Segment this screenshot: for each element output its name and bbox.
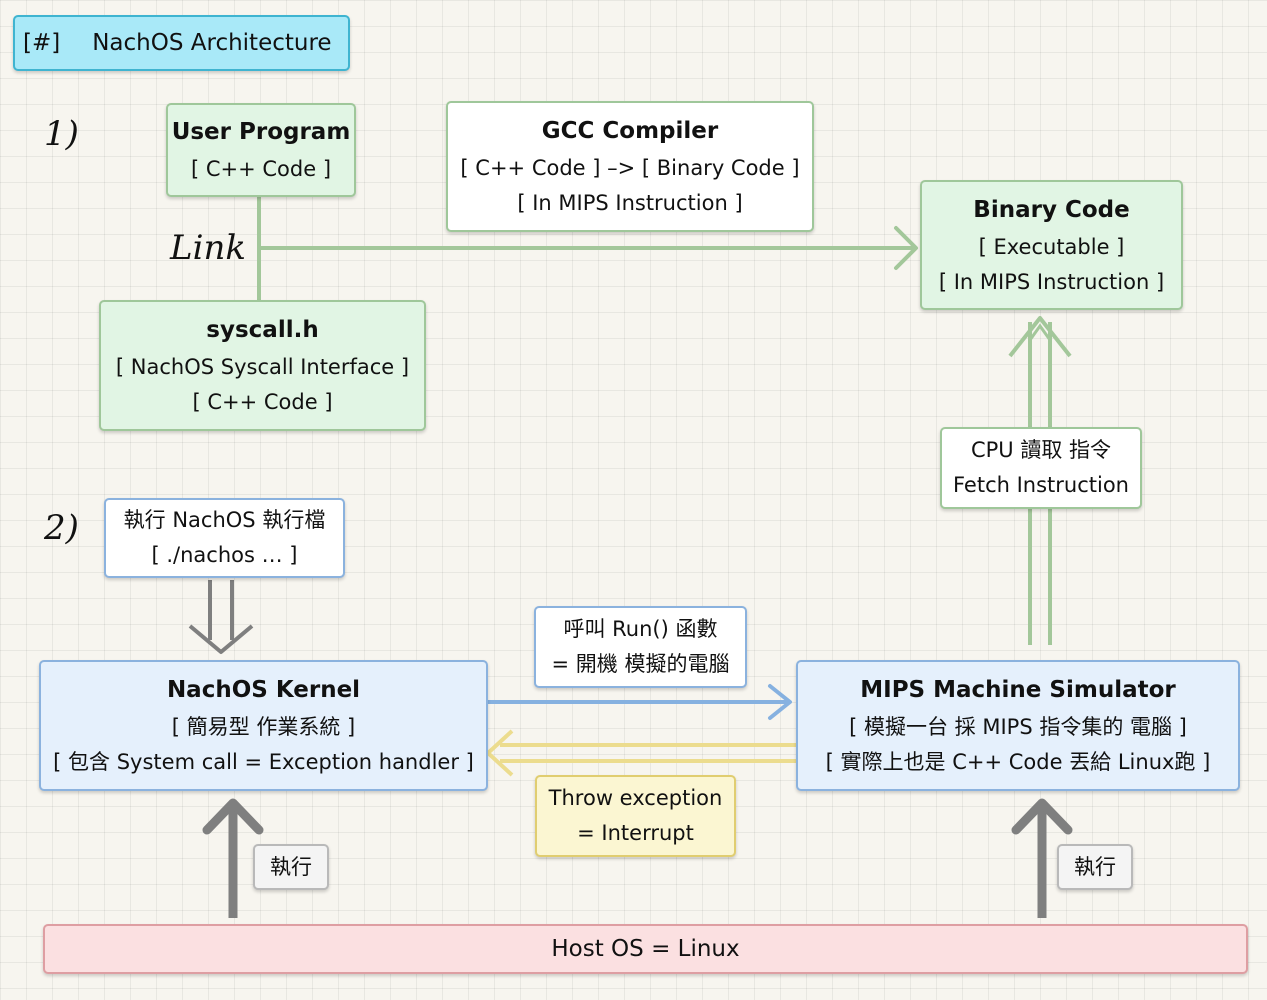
- gcc-compiler-line-1: [ C++ Code ] –> [ Binary Code ]: [460, 156, 800, 180]
- throw-exception-node: Throw exception = Interrupt: [535, 775, 736, 857]
- host-to-simulator-head: [1011, 798, 1073, 835]
- mips-simulator-node: MIPS Machine Simulator [ 模擬一台 採 MIPS 指令集…: [796, 660, 1240, 791]
- mips-simulator-line-1: [ 模擬一台 採 MIPS 指令集的 電腦 ]: [849, 715, 1187, 739]
- title-text: NachOS Architecture: [92, 29, 332, 56]
- title-tag: [#]: [23, 29, 61, 56]
- fetch-arrow-head-outer: [1008, 316, 1072, 358]
- run-nachos-line-1: 執行 NachOS 執行檔: [123, 508, 326, 532]
- binary-code-line-1: [ Executable ]: [978, 234, 1125, 259]
- link-annotation: Link: [170, 228, 246, 268]
- binary-code-node: Binary Code [ Executable ] [ In MIPS Ins…: [920, 180, 1183, 310]
- user-program-node: User Program [ C++ Code ]: [166, 103, 356, 197]
- call-run-line-1: 呼叫 Run() 函數: [563, 617, 718, 641]
- nachos-kernel-line-1: [ 簡易型 作業系統 ]: [171, 715, 356, 739]
- step-2-annotation: 2): [44, 508, 79, 548]
- gcc-compiler-line-2: [ In MIPS Instruction ]: [517, 191, 743, 215]
- nachos-kernel-line-2: [ 包含 System call = Exception handler ]: [53, 750, 474, 774]
- syscall-h-node: syscall.h [ NachOS Syscall Interface ] […: [99, 300, 426, 431]
- user-program-title: User Program: [171, 119, 351, 145]
- run-arrow-head: [768, 684, 792, 720]
- throw-exception-line-1: Throw exception: [548, 786, 723, 810]
- exec-left-label: 執行: [253, 844, 329, 890]
- link-arrow-head: [894, 226, 918, 270]
- run-nachos-line-2: [ ./nachos … ]: [151, 543, 298, 567]
- run-nachos-node: 執行 NachOS 執行檔 [ ./nachos … ]: [104, 498, 345, 578]
- syscall-h-title: syscall.h: [206, 317, 319, 343]
- user-program-line-1: [ C++ Code ]: [190, 157, 332, 181]
- exec-right-text: 執行: [1074, 854, 1116, 879]
- cpu-fetch-line-1: CPU 讀取 指令: [970, 438, 1112, 462]
- binary-code-title: Binary Code: [973, 196, 1130, 223]
- exec-left-text: 執行: [270, 854, 312, 879]
- cpu-fetch-node: CPU 讀取 指令 Fetch Instruction: [940, 427, 1142, 509]
- call-run-line-2: = 開機 模擬的電腦: [551, 652, 730, 676]
- nachos-kernel-node: NachOS Kernel [ 簡易型 作業系統 ] [ 包含 System c…: [39, 660, 488, 791]
- nachos-kernel-title: NachOS Kernel: [166, 677, 361, 703]
- mips-simulator-line-2: [ 實際上也是 C++ Code 丟給 Linux跑 ]: [825, 750, 1211, 774]
- interrupt-arrow-head: [486, 729, 514, 777]
- call-run-node: 呼叫 Run() 函數 = 開機 模擬的電腦: [534, 606, 747, 688]
- step-1-annotation: 1): [44, 114, 79, 154]
- host-os-title: Host OS = Linux: [551, 935, 740, 962]
- binary-code-line-2: [ In MIPS Instruction ]: [938, 269, 1165, 294]
- gcc-compiler-title: GCC Compiler: [541, 118, 719, 144]
- mips-simulator-title: MIPS Machine Simulator: [860, 677, 1176, 703]
- host-to-kernel-head: [202, 798, 264, 835]
- exec-right-label: 執行: [1057, 844, 1133, 890]
- fetch-arrow-head-inner: [1028, 323, 1052, 341]
- syscall-h-line-1: [ NachOS Syscall Interface ]: [115, 355, 410, 379]
- throw-exception-line-2: = Interrupt: [577, 821, 694, 845]
- cpu-fetch-line-2: Fetch Instruction: [952, 473, 1129, 497]
- syscall-h-line-2: [ C++ Code ]: [192, 390, 333, 414]
- host-os-node: Host OS = Linux: [43, 924, 1248, 974]
- gcc-compiler-node: GCC Compiler [ C++ Code ] –> [ Binary Co…: [446, 101, 814, 232]
- page-title: [#] NachOS Architecture: [13, 15, 350, 71]
- exec-down-head: [188, 624, 254, 654]
